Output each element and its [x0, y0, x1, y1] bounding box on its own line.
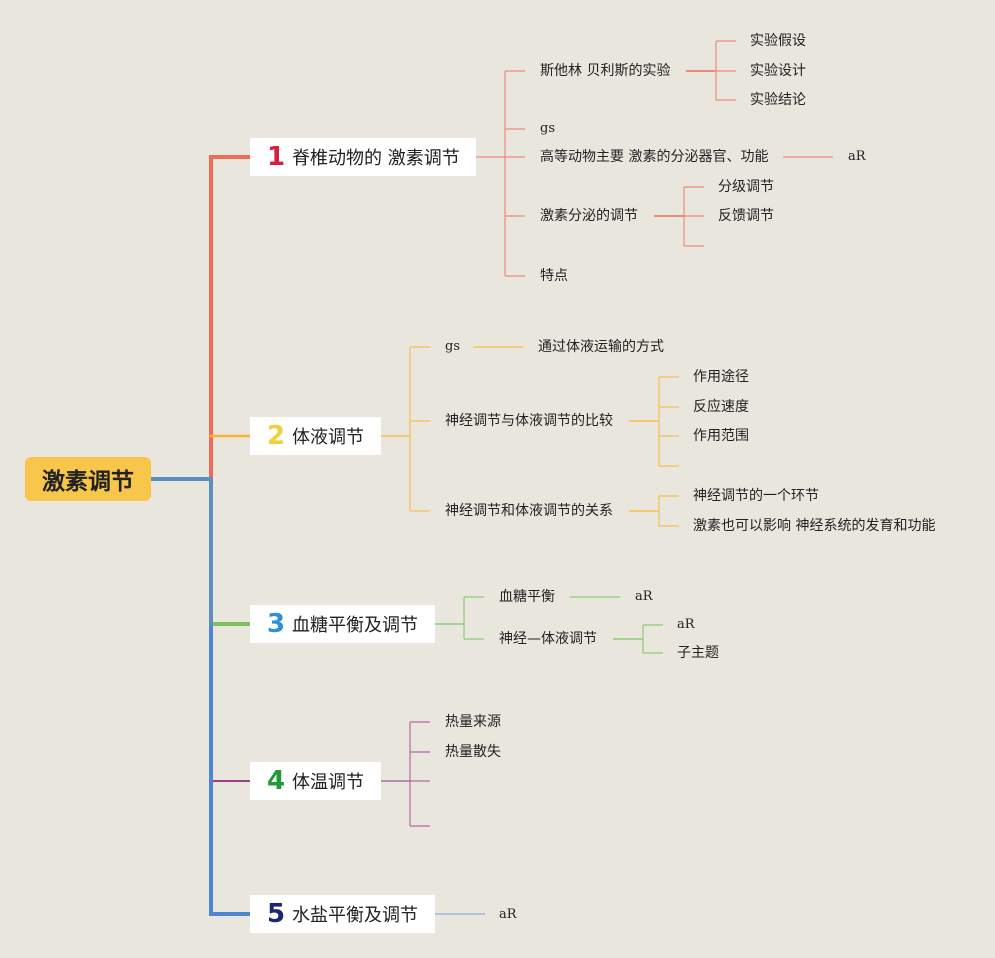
topic-5-node[interactable]: 5 水盐平衡及调节 [250, 895, 435, 933]
subtopic-label[interactable]: 神经调节和体液调节的关系 [445, 503, 613, 519]
topic-number-1: 1 [266, 142, 286, 172]
topic-4-node[interactable]: 4 体温调节 [250, 762, 381, 800]
topic-2-node[interactable]: 2 体液调节 [250, 417, 381, 455]
leaf-label[interactable]: 反应速度 [693, 399, 749, 415]
topic-number-4: 4 [266, 766, 286, 796]
leaf-label[interactable]: 作用途径 [693, 369, 749, 385]
leaf-label[interactable]: 子主题 [677, 645, 719, 661]
subtopic-label[interactable]: 神经—体液调节 [499, 631, 597, 647]
subtopic-label[interactable]: 神经调节与体液调节的比较 [445, 413, 613, 429]
leaf-label[interactable]: aR [848, 149, 866, 164]
leaf-label[interactable]: aR [635, 589, 653, 604]
connector-trunk-3 [209, 477, 252, 626]
topic-2-label: 体液调节 [292, 427, 364, 448]
subtopic-label[interactable]: 斯他林 贝利斯的实验 [540, 63, 671, 79]
subtopic-label[interactable]: 热量来源 [445, 714, 501, 730]
subtopic-label[interactable]: 激素分泌的调节 [540, 208, 638, 224]
leaf-label[interactable]: 实验假设 [750, 33, 806, 49]
leaf-label[interactable]: 反馈调节 [718, 208, 774, 224]
leaf-label[interactable]: 作用范围 [693, 428, 749, 444]
leaf-label[interactable]: 分级调节 [718, 179, 774, 195]
leaf-label[interactable]: 激素也可以影响 神经系统的发育和功能 [693, 518, 936, 534]
leaf-label[interactable]: 通过体液运输的方式 [538, 339, 664, 355]
connector-trunk-1 [209, 155, 252, 481]
leaf-label[interactable]: 实验设计 [750, 63, 806, 79]
leaf-label[interactable]: 实验结论 [750, 92, 806, 108]
root-label: 激素调节 [42, 469, 134, 495]
leaf-label[interactable]: 神经调节的一个环节 [693, 488, 819, 504]
subtopic-label[interactable]: gs [445, 339, 460, 354]
topic-3-node[interactable]: 3 血糖平衡及调节 [250, 605, 435, 643]
leaf-label[interactable]: aR [677, 617, 695, 632]
topic-1-node[interactable]: 1 脊椎动物的 激素调节 [250, 138, 476, 176]
subtopic-label[interactable]: 血糖平衡 [499, 589, 555, 605]
subtopic-label[interactable]: 热量散失 [445, 744, 501, 760]
subtopic-label[interactable]: aR [499, 907, 517, 922]
topic-5-label: 水盐平衡及调节 [292, 905, 418, 926]
subtopic-label[interactable]: gs [540, 121, 555, 136]
topic-3-label: 血糖平衡及调节 [292, 615, 418, 636]
topic-number-5: 5 [266, 899, 286, 929]
topic-number-2: 2 [266, 421, 286, 451]
subtopic-label[interactable]: 高等动物主要 激素的分泌器官、功能 [540, 149, 769, 165]
connector-trunk-5 [209, 622, 252, 916]
topic-number-3: 3 [266, 609, 286, 639]
topic-1-label: 脊椎动物的 激素调节 [292, 148, 460, 169]
subtopic-label[interactable]: 特点 [540, 268, 568, 284]
topic-4-label: 体温调节 [292, 772, 364, 793]
root-node[interactable]: 激素调节 [25, 457, 151, 501]
